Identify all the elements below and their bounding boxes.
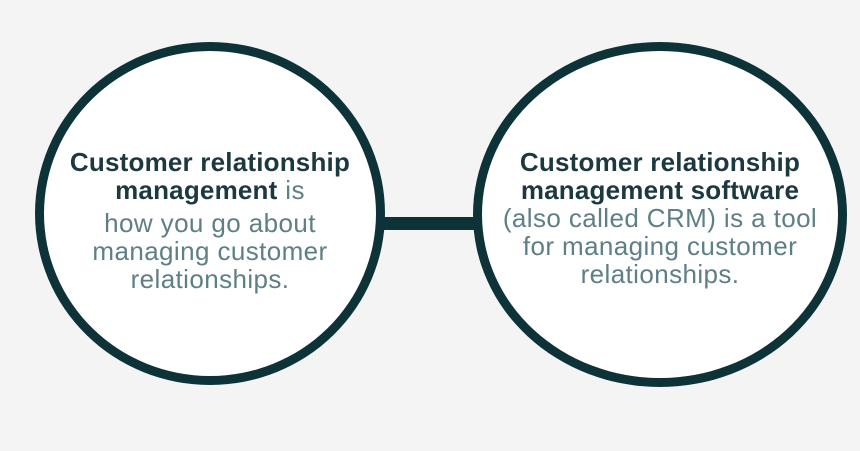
right-line-2: management software	[520, 175, 800, 205]
left-line-4: managing customer	[92, 236, 328, 266]
right-circle-text: Customer relationship management softwar…	[473, 148, 847, 288]
connector-bar	[360, 217, 500, 230]
left-circle	[35, 42, 385, 385]
left-line-2-light: is	[285, 175, 305, 205]
left-line-5: relationships.	[130, 264, 290, 294]
right-circle	[473, 42, 847, 387]
right-line-5: relationships.	[580, 259, 740, 289]
right-line-4: for managing customer	[522, 231, 798, 261]
left-line-1: Customer relationship	[69, 147, 351, 177]
left-line-2-bold: management	[115, 175, 278, 205]
left-line-3: how you go about	[104, 208, 316, 238]
right-line-1: Customer relationship	[519, 147, 801, 177]
right-line-3: (also called CRM) is a tool	[502, 203, 818, 233]
